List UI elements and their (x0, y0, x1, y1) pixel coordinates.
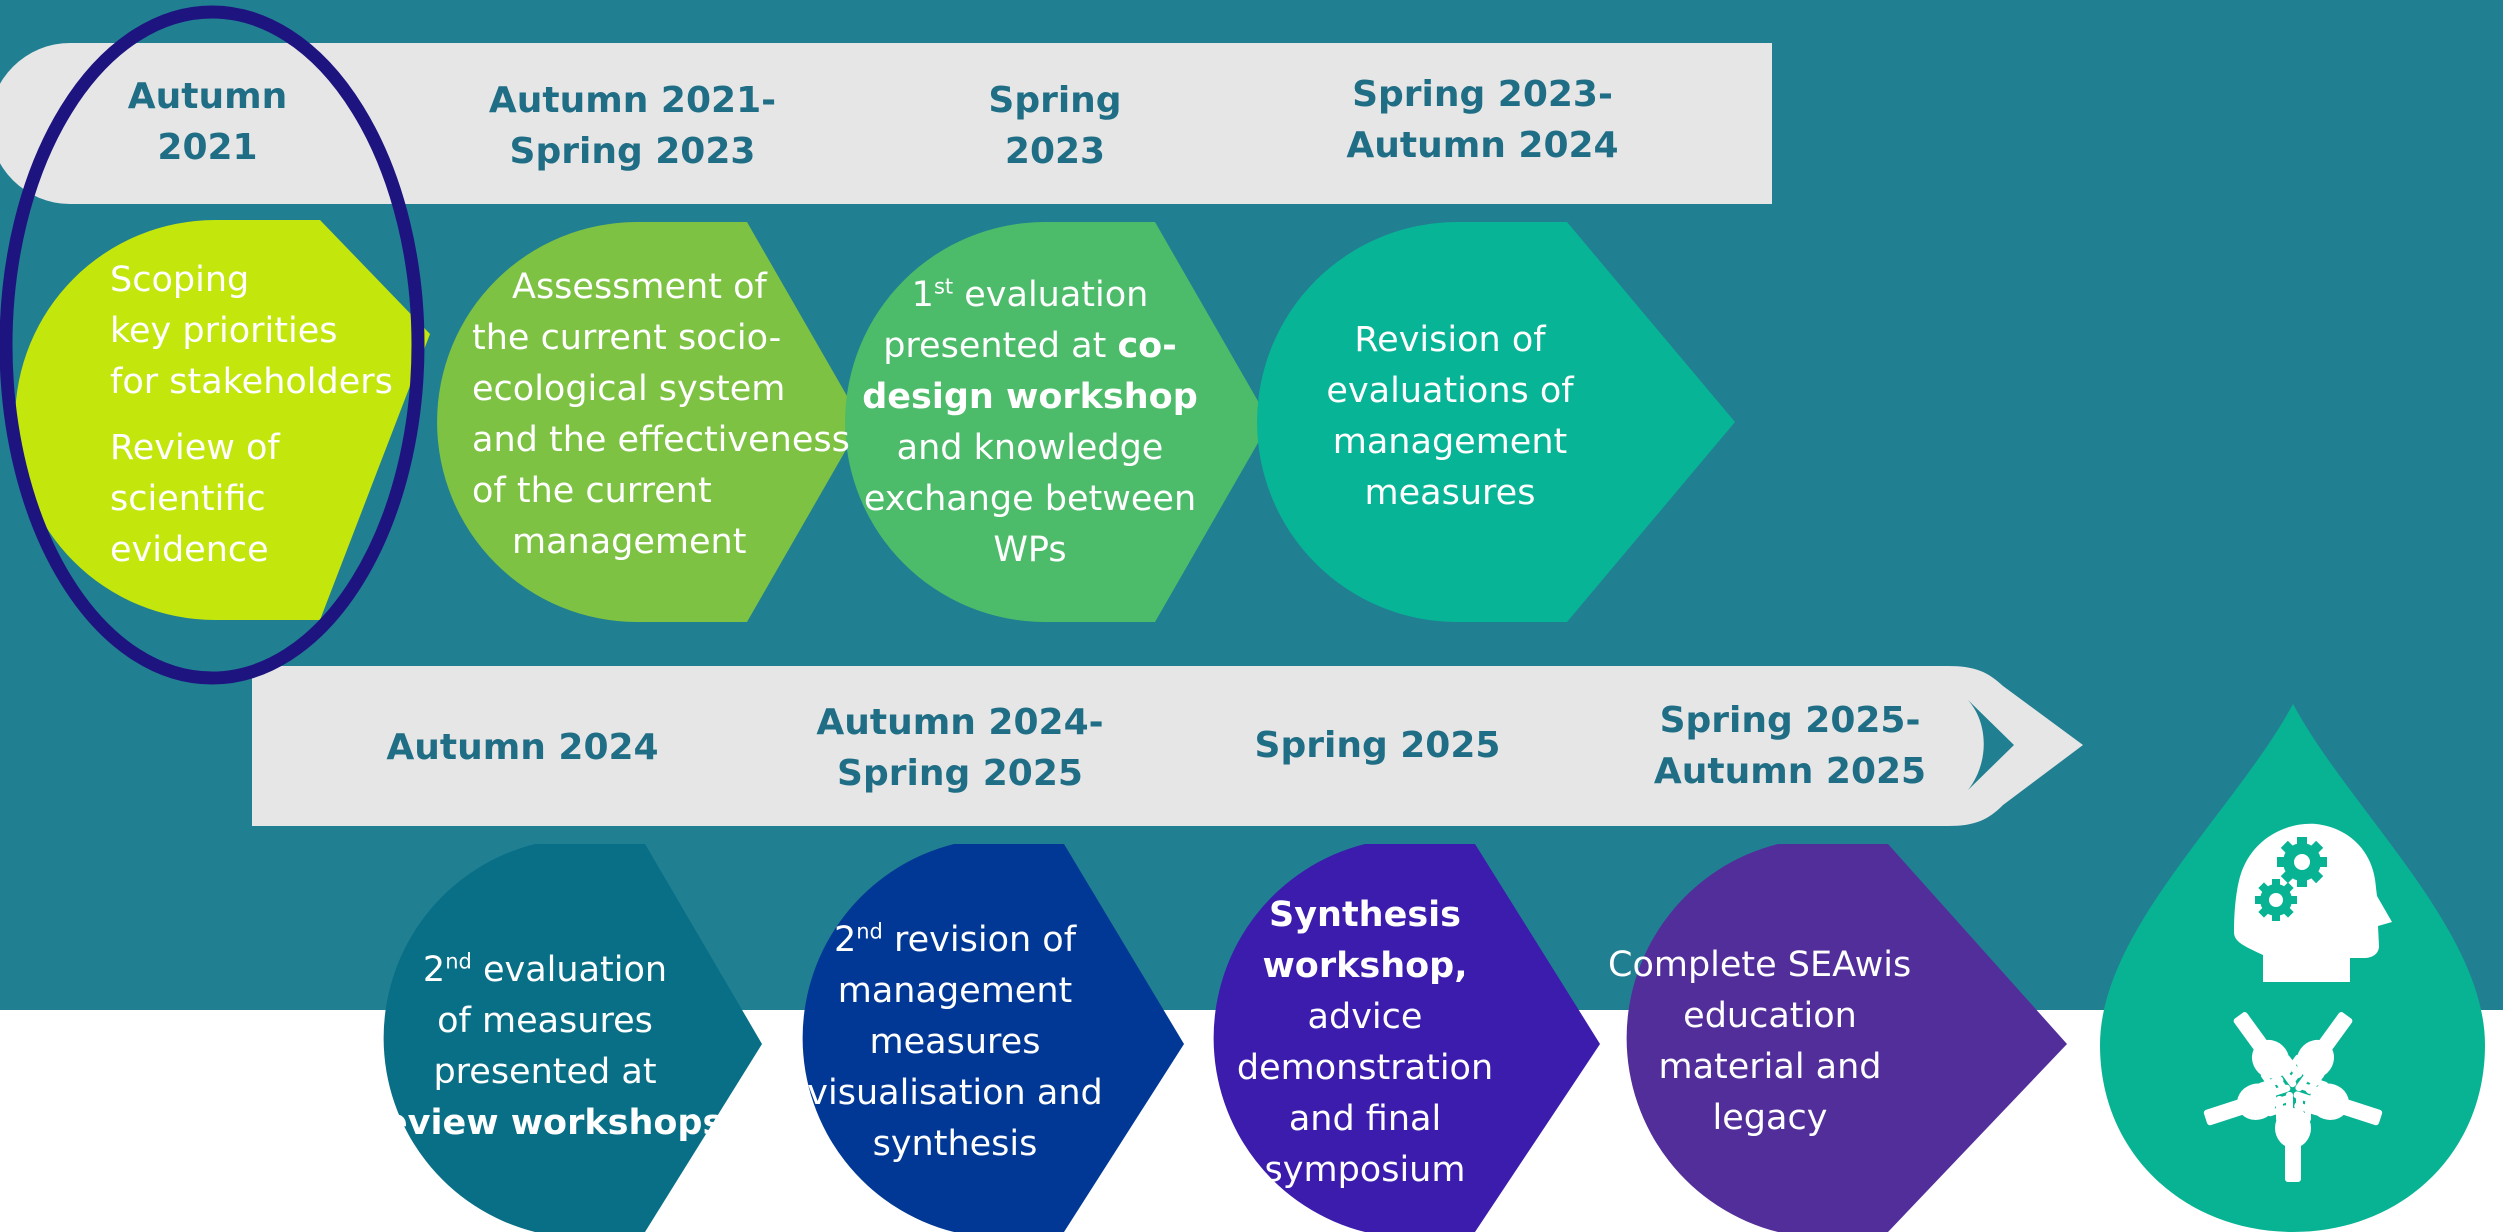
timeline-top-label-4-line1: Spring 2023- (1352, 73, 1613, 115)
timeline-top-label-4: Spring 2023- Autumn 2024 (1320, 62, 1645, 177)
stage-8-text: Complete SEAwis education material and l… (1600, 940, 1940, 1144)
timeline-top-label-2-line2: Spring 2023 (509, 130, 756, 172)
stage-7-line2: workshop, (1262, 946, 1468, 986)
stage-1-line5: scientific (110, 479, 266, 519)
timeline-bottom-label-4-line2: Autumn 2025 (1653, 750, 1927, 792)
timeline-top-label-3: Spring 2023 (940, 68, 1170, 183)
stage-4-line2: evaluations of (1326, 371, 1574, 411)
stage-3-line2: presented at co- (883, 326, 1177, 366)
stage-2-text: Assessment of the current socio- ecologi… (472, 262, 850, 568)
stage-3-line1: 1st evaluation (911, 274, 1149, 315)
stage-7-line4: demonstration (1236, 1048, 1494, 1088)
stage-shape-1 (15, 220, 431, 620)
stage-7-text: Synthesis workshop, advice demonstration… (1220, 890, 1510, 1196)
stage-shape-4 (1257, 222, 1735, 622)
stage-2-line3: ecological system (472, 369, 786, 409)
stage-shape-8 (1626, 844, 2067, 1232)
timeline-top-label-2: Autumn 2021- Spring 2023 (470, 68, 795, 183)
stage-1-line4: Review of (110, 428, 280, 468)
timeline-bar-top (0, 43, 1772, 204)
stage-8-line1: Complete SEAwis (1608, 945, 1912, 985)
timeline-bottom-label-3-line1: Spring 2025 (1254, 725, 1501, 766)
stage-8-line2: education (1683, 996, 1857, 1036)
stage-shape-6 (802, 844, 1184, 1232)
timeline-bottom-label-4-line1: Spring 2025- (1659, 699, 1921, 741)
stage-7-line6: symposium (1264, 1150, 1466, 1190)
stage-7-line3: advice (1307, 997, 1423, 1037)
timeline-top-label-1: Autumn 2021 (90, 64, 325, 179)
timeline-bottom-label-4: Spring 2025- Autumn 2025 (1630, 688, 1950, 803)
timeline-bottom-label-2-line2: Spring 2025 (837, 752, 1083, 794)
stage-6-line2: management (837, 971, 1073, 1011)
stage-2-line2: the current socio- (472, 318, 782, 358)
timeline-top-label-4-line2: Autumn 2024 (1346, 124, 1619, 166)
timeline-top-label-1-line2: 2021 (157, 126, 258, 168)
stage-1-line1: Scoping (110, 260, 250, 300)
stage-shape-2 (437, 222, 862, 622)
stage-2-line1: Assessment of (512, 267, 767, 307)
stage-6-text: 2nd revision of management measures visu… (795, 915, 1115, 1170)
stage-2-line4: and the effectiveness (472, 420, 850, 460)
timeline-top-label-3-line2: 2023 (1004, 130, 1106, 172)
stage-5-text: 2nd evaluation of measures presented at … (365, 945, 725, 1149)
stage-4-line4: measures (1364, 473, 1536, 513)
timeline-bottom-label-3: Spring 2025 (1235, 720, 1520, 771)
stage-8-line3: material and (1658, 1047, 1882, 1087)
stage-4-line3: management (1332, 422, 1568, 462)
stage-6-line3: measures (869, 1022, 1041, 1062)
stage-5-line2: of measures (437, 1001, 653, 1041)
stage-6-line1: 2nd revision of (833, 919, 1077, 960)
stage-1-text: Scoping key priorities for stakeholders … (110, 255, 393, 576)
stage-6-line5: synthesis (872, 1124, 1038, 1164)
timeline-bottom-label-1: Autumn 2024 (370, 722, 675, 773)
stage-7-line1: Synthesis (1269, 895, 1461, 935)
timeline-bottom-label-2: Autumn 2024- Spring 2025 (795, 690, 1125, 805)
stage-shape-3 (845, 222, 1270, 622)
stage-2-line6: management (512, 522, 747, 562)
stage-2-line5: of the current (472, 471, 712, 511)
stage-shape-7 (1213, 844, 1600, 1232)
head-with-gears-icon (2234, 823, 2392, 982)
stage-shape-5 (383, 844, 762, 1232)
highlight-ellipse (0, 5, 425, 685)
timeline-top-label-1-line1: Autumn (127, 75, 288, 117)
stage-4-line1: Revision of (1354, 320, 1546, 360)
stage-3-text: 1st evaluation presented at co- design w… (850, 270, 1210, 576)
stage-7-line5: and final (1288, 1099, 1442, 1139)
timeline-bottom-label-2-line1: Autumn 2024- (816, 701, 1104, 743)
stage-3-line5: exchange between (863, 479, 1197, 519)
timeline-top-label-2-line1: Autumn 2021- (488, 79, 777, 121)
joined-hands-icon (2203, 1012, 2383, 1182)
stage-5-line1: 2nd evaluation (422, 949, 668, 990)
stage-3-line4: and knowledge (896, 428, 1164, 468)
timeline-top-label-3-line1: Spring (988, 79, 1122, 121)
stage-4-text: Revision of evaluations of management me… (1290, 315, 1610, 519)
stage-6-line4: visualisation and (807, 1073, 1103, 1113)
stage-3-line6: WPs (993, 530, 1067, 570)
stage-1-line3: for stakeholders (110, 362, 393, 402)
stage-5-line4: review workshops (366, 1103, 724, 1143)
stage-1-line6: evidence (110, 530, 269, 570)
timeline-bar-bottom (252, 666, 2083, 826)
stage-8-line4: legacy (1712, 1098, 1828, 1138)
timeline-arrow-chevron (1968, 700, 2014, 790)
timeline-bottom-label-1-line1: Autumn 2024 (386, 727, 659, 768)
stage-5-line3: presented at (433, 1052, 657, 1092)
stage-3-line3: design workshop (862, 377, 1198, 417)
stage-1-line2: key priorities (110, 311, 338, 351)
